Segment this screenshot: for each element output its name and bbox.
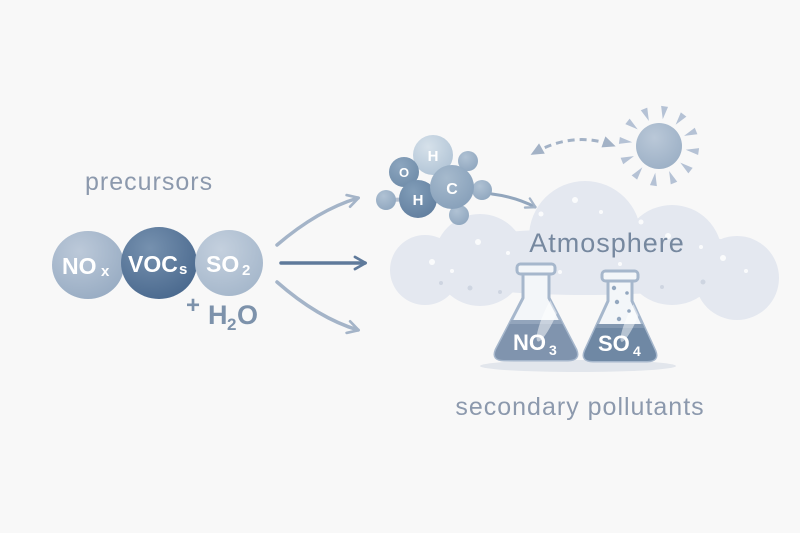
precursor-bubble-vocs: VOC s <box>121 227 197 299</box>
water-o: O <box>237 300 258 330</box>
bubble-vocs-sub: s <box>179 261 187 278</box>
precursors-label: precursors <box>85 168 213 196</box>
atom-h-bottom: H <box>399 180 437 218</box>
flask-no3: NO 3 <box>493 262 579 362</box>
bubble-nox-main: NO <box>62 253 97 279</box>
bubble-so2-main: SO <box>206 251 239 277</box>
atom-h-top-label: H <box>428 148 439 165</box>
molecule-to-cloud-arrow-icon <box>490 192 537 209</box>
atom-c: C <box>430 165 474 209</box>
precursor-bubble-so2: SO 2 <box>195 230 263 296</box>
flask-no3-sub: 3 <box>549 342 557 358</box>
flask-bubbles <box>611 285 631 322</box>
atmosphere-label: Atmosphere <box>529 228 685 258</box>
water-h: H <box>208 300 228 330</box>
bubble-so2-sub: 2 <box>242 262 250 279</box>
precursor-bubble-nox: NO x <box>52 231 124 299</box>
curved-arrow-up-icon <box>275 193 360 247</box>
flask-so4-sub: 4 <box>633 343 641 359</box>
atom-small <box>376 190 396 210</box>
water-formula: + H 2 O <box>186 292 258 334</box>
atom-o: O <box>389 157 419 187</box>
secondary-pollutants-label: secondary pollutants <box>455 393 704 421</box>
flask-so4-main: SO <box>598 331 630 356</box>
atom-small <box>449 205 469 225</box>
atom-small <box>472 180 492 200</box>
flask-no3-main: NO <box>513 330 546 355</box>
molecule-icon: H O H C <box>376 135 492 225</box>
atom-h-bottom-label: H <box>413 192 424 209</box>
curved-arrow-down-icon <box>275 280 360 335</box>
atom-small <box>458 151 478 171</box>
flask-so4: SO 4 <box>582 269 658 363</box>
bubble-vocs-main: VOC <box>128 251 178 277</box>
flask-shadow <box>480 360 676 372</box>
bubble-nox-sub: x <box>101 263 110 280</box>
water-sub: 2 <box>227 315 236 334</box>
water-plus: + <box>186 292 200 319</box>
dashed-exchange-arrow-icon <box>530 136 616 155</box>
atom-c-label: C <box>446 181 458 198</box>
sun-icon <box>618 105 700 187</box>
atom-o-label: O <box>399 165 409 180</box>
atom-h-top: H <box>413 135 453 175</box>
cloud-icon <box>390 181 779 320</box>
